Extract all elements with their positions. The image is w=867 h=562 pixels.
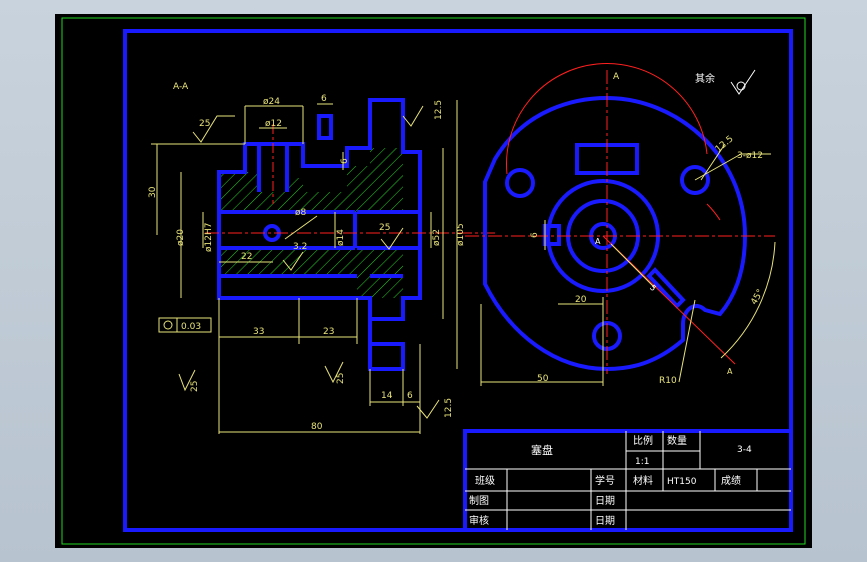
cad-viewport[interactable]: A-A <box>55 14 812 548</box>
part-name: 塞盘 <box>531 443 553 457</box>
dim-d14: ø14 <box>336 229 346 246</box>
dim-w6-front: 6 <box>530 232 540 238</box>
section-hatch <box>219 148 403 298</box>
drawn-label: 制图 <box>469 494 489 507</box>
dim-d20: ø20 <box>176 229 186 246</box>
scale-value: 1:1 <box>635 457 649 467</box>
dim-h22: 22 <box>241 252 252 262</box>
dim-d52: ø52 <box>432 229 442 246</box>
front-centerlines <box>465 63 775 374</box>
front-dim-lines <box>480 143 776 386</box>
dim-l33: 33 <box>253 327 264 337</box>
dim-d125: 12.5 <box>714 134 736 155</box>
review-label: 审核 <box>469 514 489 527</box>
finish-note: 其余 <box>695 72 715 85</box>
title-block <box>463 429 793 532</box>
dim-d12: ø12 <box>265 119 282 129</box>
hole-note: 3-ø12 <box>737 151 763 161</box>
dim-l50: 50 <box>537 374 549 384</box>
section-dim-lines <box>151 100 458 434</box>
dim-l6b: 6 <box>340 158 350 164</box>
dim-l23: 23 <box>323 327 334 337</box>
dim-h30: 30 <box>148 186 158 198</box>
radius-note: R10 <box>659 376 677 386</box>
dim-s25-top: 25 <box>199 119 210 129</box>
front-outline <box>483 95 748 372</box>
class-label: 班级 <box>475 475 495 487</box>
dim-d12h7: ø12H7 <box>204 223 214 252</box>
svg-text:0.03: 0.03 <box>181 322 201 332</box>
dim-r125b: 12.5 <box>444 398 454 418</box>
dim-s25b: 25 <box>190 381 200 392</box>
section-arrow-label: A <box>727 367 733 376</box>
inner-border <box>123 29 793 532</box>
dim-s25: 25 <box>379 223 390 233</box>
dim-d105: ø105 <box>456 223 466 246</box>
dim-l20: 20 <box>575 295 587 305</box>
center-mark: A <box>595 237 601 246</box>
angle-note: 45° <box>749 288 766 307</box>
scale-label: 比例 <box>633 434 653 447</box>
dim-s25c: 25 <box>336 373 346 384</box>
dim-d8: ø8 <box>295 208 307 218</box>
flatness-tolerance: 0.03 <box>158 317 212 333</box>
drawing-number: 3-4 <box>737 445 752 455</box>
material-label: 材料 <box>633 474 653 487</box>
dim-l80: 80 <box>311 422 323 432</box>
finish-circle <box>736 81 746 91</box>
drawing-canvas: A-A <box>61 17 806 545</box>
material-value: HT150 <box>667 477 697 487</box>
date-label-1: 日期 <box>595 495 615 507</box>
grade-label: 成绩 <box>721 474 741 487</box>
dim-l5: 5 <box>648 283 658 293</box>
finish-symbol <box>730 69 756 95</box>
dim-r125a: 12.5 <box>434 100 444 120</box>
student-no-label: 学号 <box>595 474 615 487</box>
view-label: A <box>613 72 620 82</box>
quantity-label: 数量 <box>667 434 687 447</box>
section-label: A-A <box>173 82 189 92</box>
dim-r32: 3.2 <box>293 242 307 252</box>
date-label-2: 日期 <box>595 515 615 527</box>
roughness-symbols <box>178 105 440 419</box>
dim-l6: 6 <box>407 391 413 401</box>
dim-l14: 14 <box>381 391 393 401</box>
dim-w6: 6 <box>321 94 327 104</box>
dim-d24: ø24 <box>263 97 280 107</box>
outer-frame <box>61 17 806 545</box>
